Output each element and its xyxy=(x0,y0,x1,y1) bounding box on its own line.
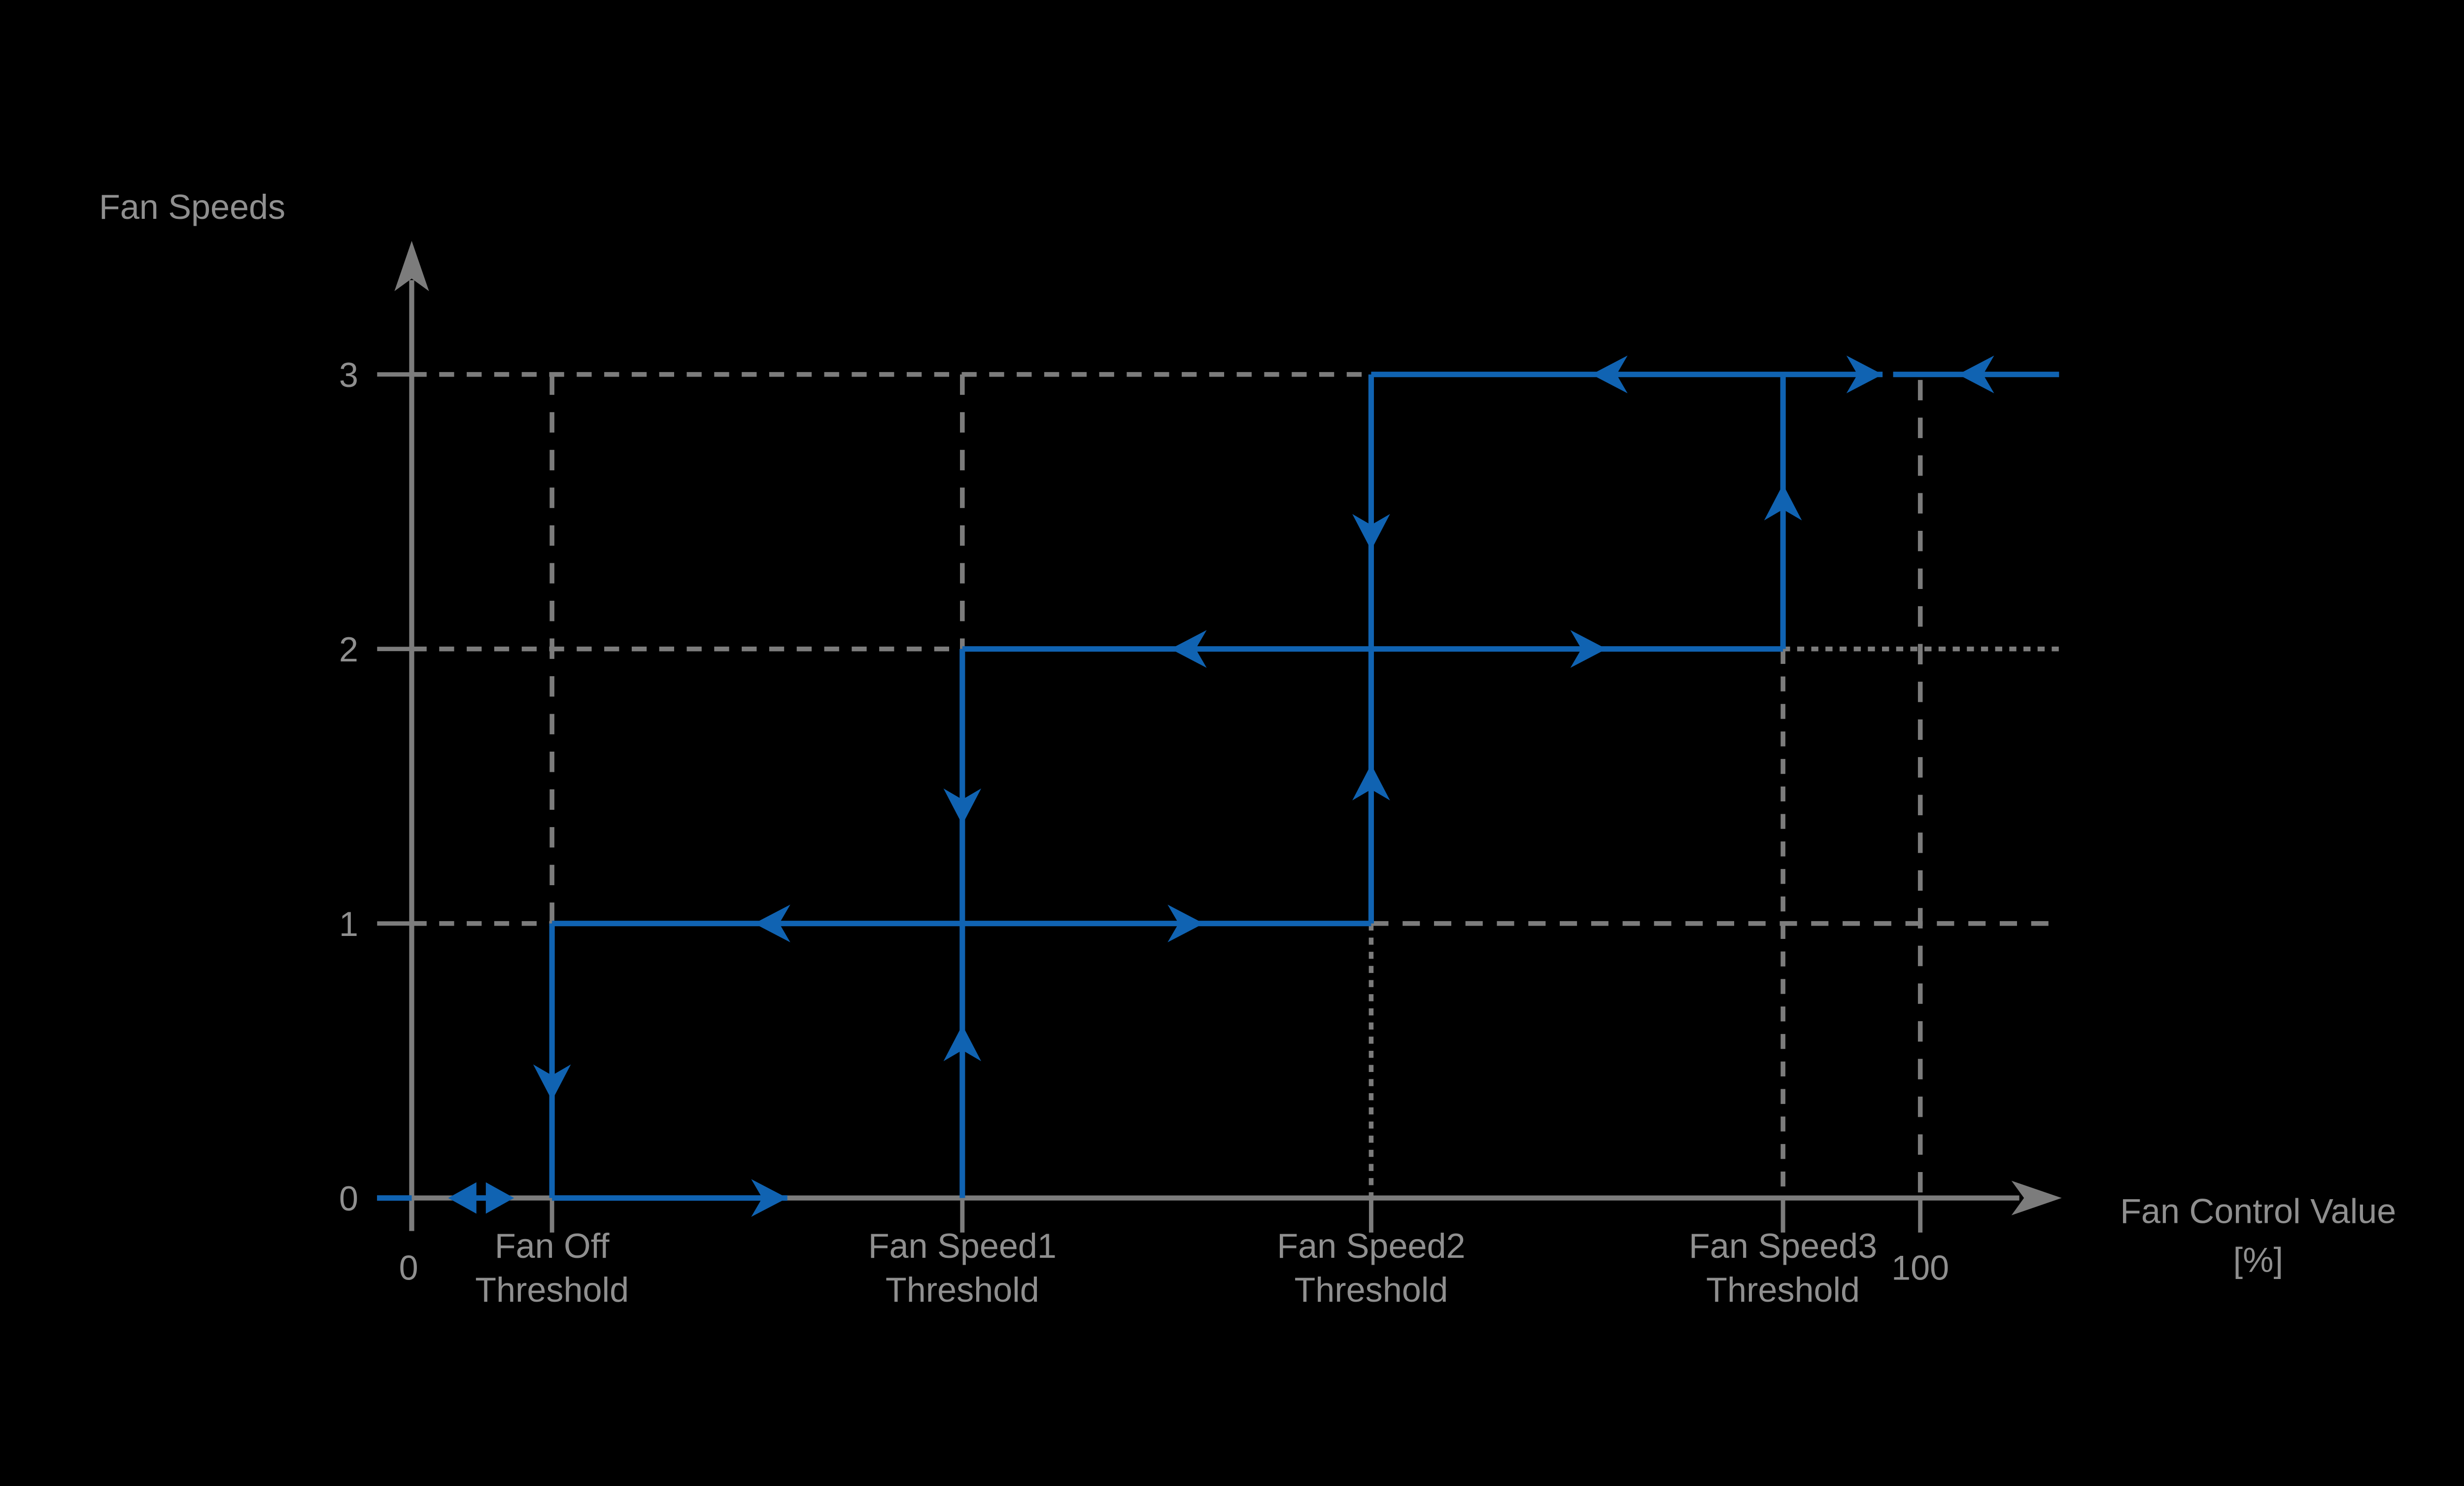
x-tick-label: Fan Speed3 xyxy=(1689,1226,1877,1265)
double-arrow-right-icon xyxy=(485,1182,514,1214)
path-arrow-right xyxy=(1570,630,1607,668)
x-tick-label: Fan Speed1 xyxy=(868,1226,1057,1265)
path-arrow-left xyxy=(1170,630,1207,668)
path-arrow-left xyxy=(754,904,790,942)
x-axis-title-unit: [%] xyxy=(2233,1241,2283,1279)
path-arrow-up xyxy=(943,1025,982,1062)
y-tick-label: 1 xyxy=(339,904,358,943)
y-tick-label: 3 xyxy=(339,355,358,394)
y-axis-arrowhead xyxy=(394,241,429,291)
y-tick-label: 2 xyxy=(339,630,358,669)
y-axis-title: Fan Speeds xyxy=(99,187,285,226)
path-arrow-up xyxy=(1352,764,1390,800)
path-arrow-up xyxy=(1764,484,1802,520)
path-arrow-right xyxy=(751,1179,787,1217)
x-tick-label: Fan Off xyxy=(495,1226,610,1265)
x-tick-label: Threshold xyxy=(1706,1270,1860,1309)
x-tick-label: 100 xyxy=(1891,1248,1949,1287)
path-arrow-down xyxy=(943,788,982,825)
path-arrow-left xyxy=(1591,355,1628,393)
x-tick-label: Threshold xyxy=(1294,1270,1448,1309)
path-arrow-right xyxy=(1846,355,1883,393)
x-tick-label: 0 xyxy=(399,1248,418,1287)
path-arrow-down xyxy=(1352,514,1390,551)
path-arrow-left xyxy=(1958,355,1994,393)
x-axis-arrowhead xyxy=(2011,1180,2062,1215)
y-tick-label: 0 xyxy=(339,1179,358,1218)
double-arrow-left-icon xyxy=(448,1182,477,1214)
x-tick-label: Threshold xyxy=(886,1270,1039,1309)
x-tick-label: Fan Speed2 xyxy=(1277,1226,1465,1265)
path-arrow-right xyxy=(1167,904,1204,942)
x-tick-label: Threshold xyxy=(475,1270,629,1309)
path-arrow-down xyxy=(533,1064,571,1101)
x-axis-title: Fan Control Value xyxy=(2120,1192,2396,1231)
